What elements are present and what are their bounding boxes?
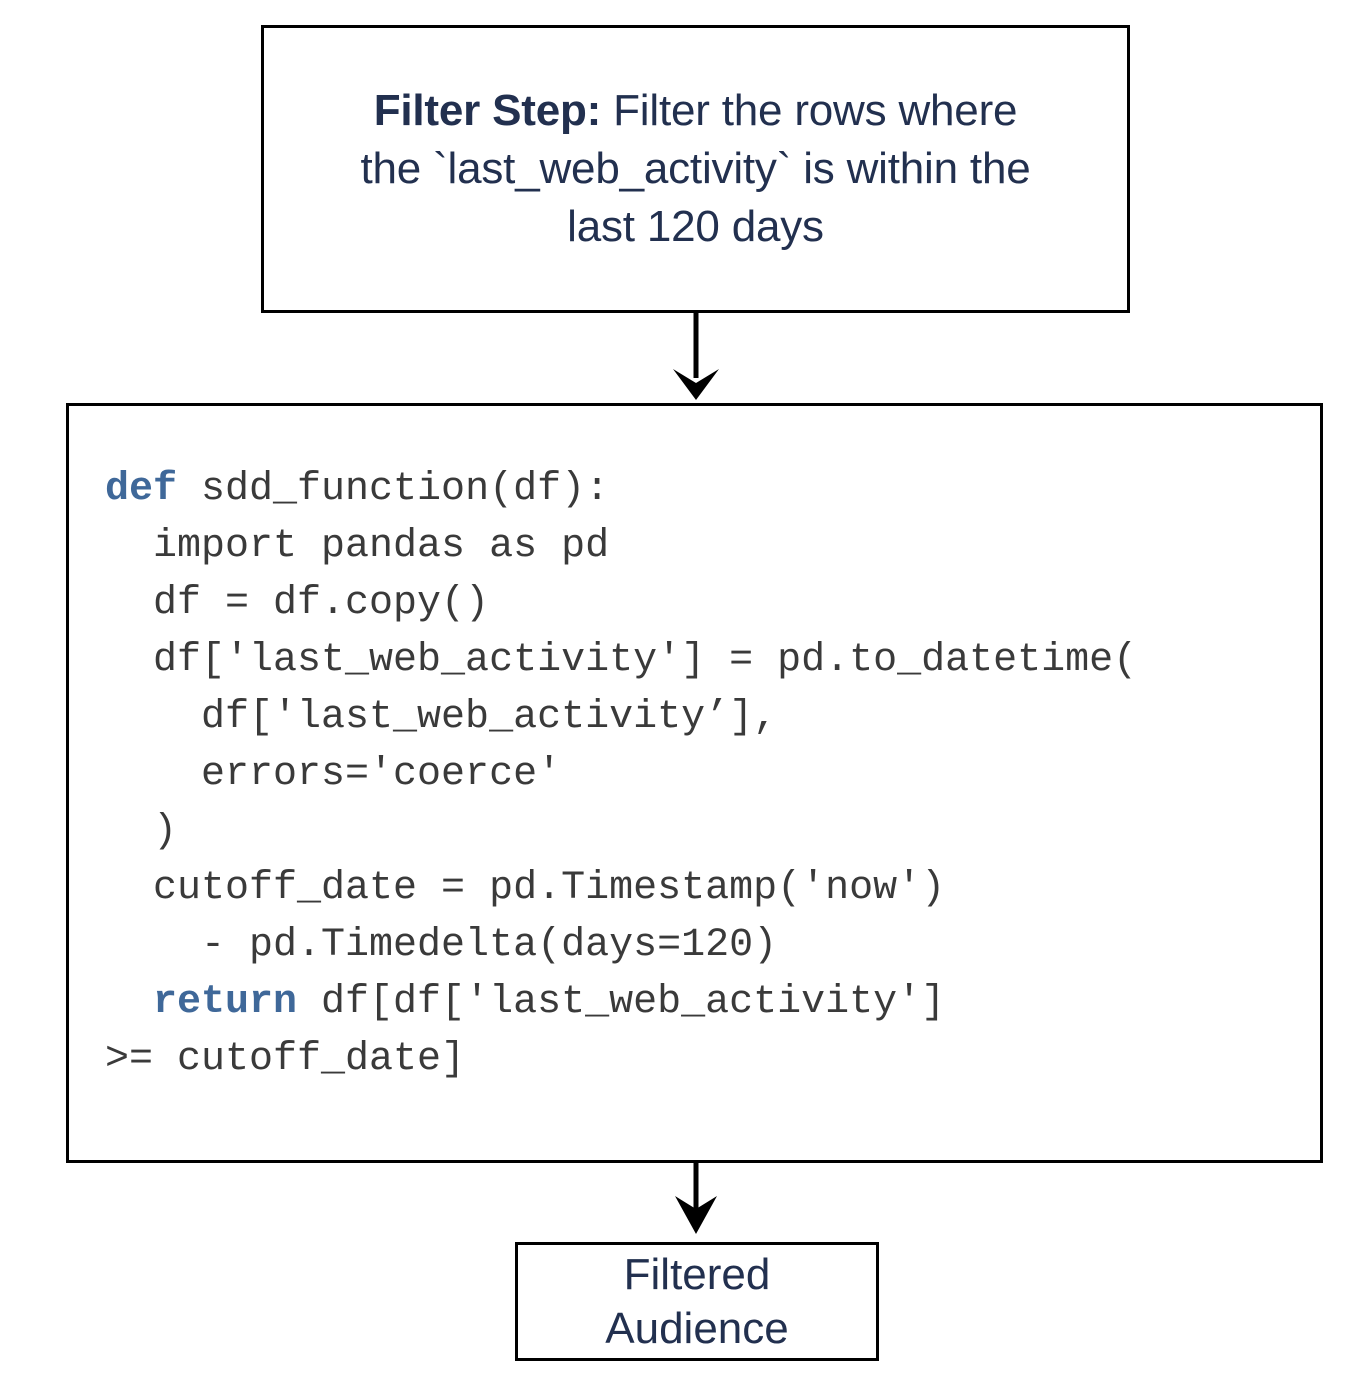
code-text: sdd_function(df): (177, 467, 610, 512)
code-line: import pandas as pd (105, 518, 1320, 575)
filtered-audience-line1: Filtered (623, 1249, 771, 1299)
filter-step-label-line3: last 120 days (567, 202, 824, 252)
code-text: df['last_web_activity'] = pd.to_datetime… (105, 638, 1138, 683)
node-filtered-audience[interactable]: Filtered Audience (515, 1242, 879, 1361)
code-line: - pd.Timedelta(days=120) (105, 917, 1320, 974)
code-line: def sdd_function(df): (105, 461, 1320, 518)
code-text: cutoff_date = pd.Timestamp('now') (105, 866, 946, 911)
filter-step-label-line2: the `last_web_activity` is within the (360, 143, 1031, 193)
filter-step-text: Filter Step: Filter the rows where the `… (264, 82, 1127, 256)
code-line: df['last_web_activity’], (105, 689, 1320, 746)
filtered-audience-text: Filtered Audience (518, 1248, 876, 1355)
code-line: errors='coerce' (105, 746, 1320, 803)
code-line: df = df.copy() (105, 575, 1320, 632)
code-line: ) (105, 803, 1320, 860)
code-text: import pandas as pd (105, 524, 610, 569)
node-code-block[interactable]: def sdd_function(df): import pandas as p… (66, 403, 1323, 1163)
code-line: return df[df['last_web_activity'] (105, 974, 1320, 1031)
code-text: df = df.copy() (105, 581, 490, 626)
code-text: df[df['last_web_activity'] (297, 980, 946, 1025)
code-keyword: return (105, 980, 298, 1025)
code-text: errors='coerce' (105, 752, 562, 797)
code-text: >= cutoff_date] (105, 1037, 466, 1082)
code-text: - pd.Timedelta(days=120) (105, 923, 778, 968)
code-line: >= cutoff_date] (105, 1031, 1320, 1088)
filtered-audience-line2: Audience (605, 1303, 789, 1353)
code-line: cutoff_date = pd.Timestamp('now') (105, 860, 1320, 917)
filter-step-label-prefix: Filter Step: (373, 85, 602, 135)
code-line: df['last_web_activity'] = pd.to_datetime… (105, 632, 1320, 689)
arrowhead-icon (675, 1196, 717, 1234)
code-keyword: def (105, 467, 178, 512)
edge-filter-step-to-code (673, 313, 719, 400)
code-text: ) (105, 809, 178, 854)
node-filter-step[interactable]: Filter Step: Filter the rows where the `… (261, 25, 1130, 313)
filter-step-label-line1: Filter the rows where (601, 85, 1018, 135)
edge-code-to-filtered-audience (675, 1163, 717, 1234)
arrowhead-icon (673, 369, 719, 400)
code-text: df['last_web_activity’], (105, 695, 778, 740)
python-code: def sdd_function(df): import pandas as p… (69, 406, 1320, 1088)
